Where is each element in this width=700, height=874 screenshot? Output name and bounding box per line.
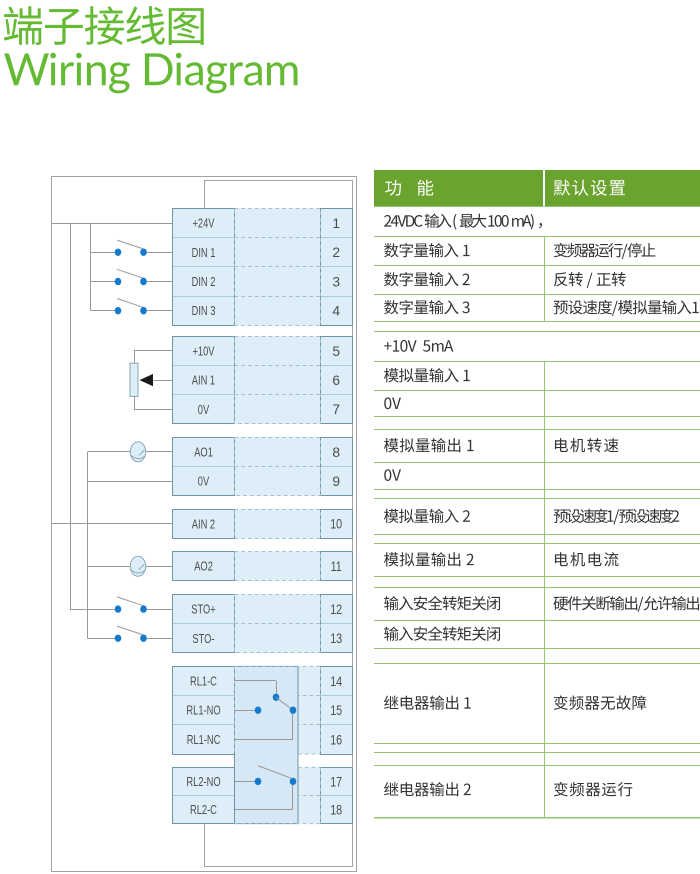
svg-text:17: 17 — [330, 774, 342, 789]
svg-text:RL1-C: RL1-C — [190, 675, 217, 689]
svg-text:DIN 3: DIN 3 — [192, 304, 216, 318]
svg-text:14: 14 — [330, 674, 342, 689]
svg-text:STO-: STO- — [192, 632, 214, 646]
svg-text:13: 13 — [330, 631, 342, 646]
svg-text:AO2: AO2 — [194, 560, 213, 574]
svg-text:DIN 1: DIN 1 — [192, 246, 216, 260]
svg-text:AIN 2: AIN 2 — [192, 517, 215, 531]
svg-text:7: 7 — [332, 402, 340, 417]
svg-text:RL1-NO: RL1-NO — [186, 704, 220, 718]
svg-text:15: 15 — [330, 703, 342, 718]
svg-text:4: 4 — [332, 304, 340, 319]
svg-text:+10V: +10V — [193, 344, 215, 358]
svg-text:16: 16 — [330, 732, 342, 747]
svg-text:AIN 1: AIN 1 — [192, 374, 215, 388]
svg-text:0V: 0V — [198, 403, 210, 417]
svg-text:8: 8 — [332, 445, 340, 460]
svg-text:DIN 2: DIN 2 — [192, 275, 216, 289]
svg-text:10: 10 — [330, 517, 342, 532]
svg-text:+24V: +24V — [193, 217, 215, 231]
svg-text:RL1-NC: RL1-NC — [187, 733, 221, 747]
svg-text:RL2-C: RL2-C — [190, 803, 217, 817]
svg-text:18: 18 — [330, 802, 342, 817]
svg-text:9: 9 — [332, 474, 340, 489]
svg-text:1: 1 — [332, 216, 340, 231]
svg-text:AO1: AO1 — [194, 445, 213, 459]
svg-text:11: 11 — [331, 559, 342, 574]
svg-text:STO+: STO+ — [191, 603, 215, 617]
svg-text:RL2-NO: RL2-NO — [186, 775, 220, 789]
svg-text:0V: 0V — [198, 475, 210, 489]
svg-text:2: 2 — [332, 245, 340, 260]
svg-text:12: 12 — [330, 602, 342, 617]
svg-text:3: 3 — [332, 274, 340, 289]
svg-text:6: 6 — [332, 373, 340, 388]
svg-text:5: 5 — [332, 344, 340, 359]
